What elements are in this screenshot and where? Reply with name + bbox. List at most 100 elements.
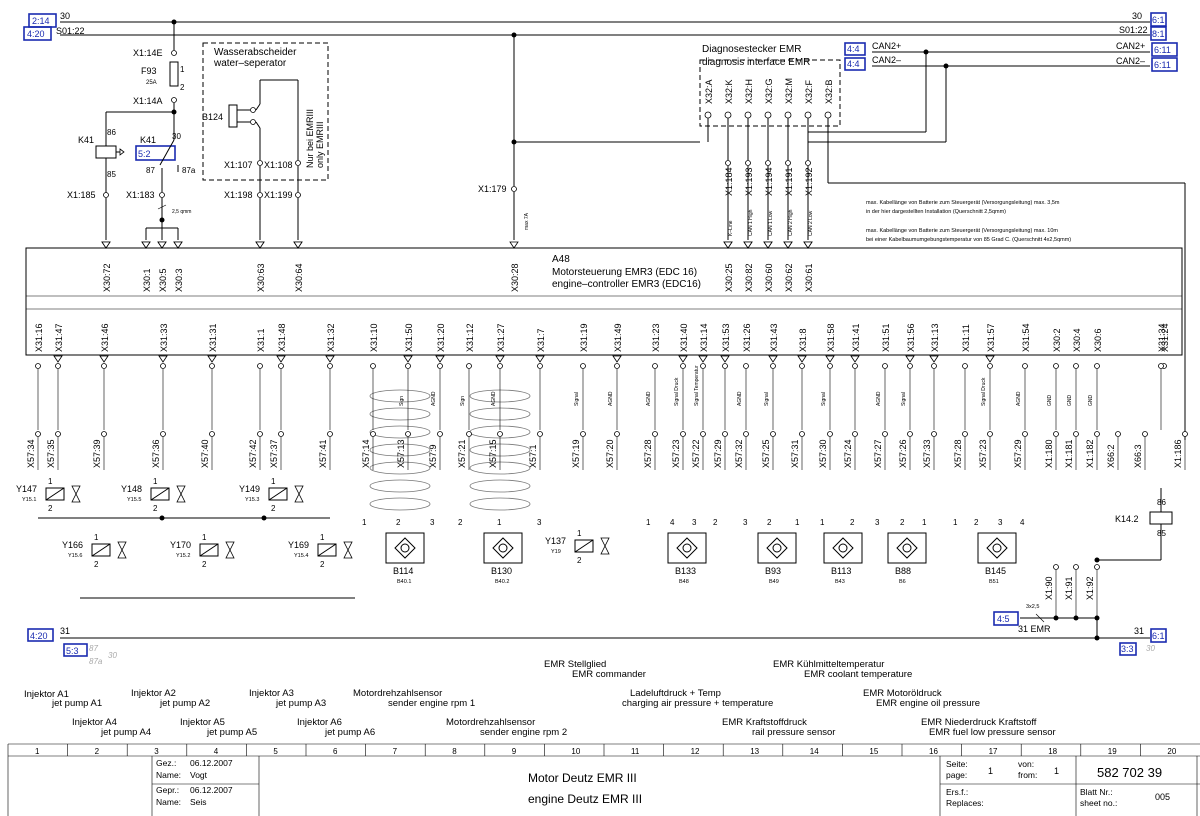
signal-label: AGND [646, 391, 652, 406]
gnd-31-emr: 31 EMR [1018, 624, 1051, 634]
ecu-bottom-pin-label: X31:56 [906, 323, 916, 352]
diag-pin-socket [704, 111, 712, 119]
diag-pin-socket [724, 111, 732, 119]
diag-pin-socket [784, 111, 792, 119]
ecu-bottom-pin-socket [1094, 363, 1100, 369]
ref-can-lo-right[interactable] [1151, 57, 1178, 72]
signal-label: Signal [574, 392, 580, 406]
ref-can-lo-text: 4:4 [847, 59, 860, 69]
ref-6-1[interactable] [1150, 12, 1167, 27]
sensor-body [483, 532, 523, 564]
sensor-sub: B43 [835, 579, 845, 585]
ground-rail: 4:20 31 31 6:1 5:3 87 30 87a 3:3 30 4:5 … [27, 564, 1167, 666]
ref-4-20[interactable] [23, 26, 52, 41]
ref-5-3[interactable] [63, 643, 88, 657]
ruler-number: 8 [452, 747, 457, 756]
x57-pin-label: X57:33 [922, 439, 932, 468]
x57-pin-label: X57:14 [361, 439, 371, 468]
sensor-symbol [394, 537, 416, 559]
ref-3-3[interactable] [1119, 642, 1137, 656]
signal-label: Signal Druck [674, 377, 680, 406]
sensor-pin: 3 [743, 518, 748, 527]
x57-socket [743, 431, 749, 437]
ref-can-hi-right[interactable] [1151, 42, 1178, 57]
ecu-top-pin-arrow [157, 241, 167, 249]
x57-socket [852, 431, 858, 437]
signal-wires [37, 369, 1186, 430]
ecu-bottom-pin-arrow [768, 355, 778, 363]
ecu-bottom-pin-socket [962, 363, 968, 369]
sensor-pin: 3 [537, 518, 542, 527]
tb-drawn-label: Gez.: [156, 758, 176, 768]
ref-bottom-6-1[interactable] [1150, 628, 1167, 643]
injector-valve-top [294, 485, 304, 495]
x57-pin-label: X57:15 [488, 439, 498, 468]
ecu-bottom-pin-arrow [325, 355, 335, 363]
ecu-bottom-pin-socket [799, 363, 805, 369]
x57-pin-label: X57:30 [818, 439, 828, 468]
ws-title-en: water–seperator [213, 58, 287, 69]
x57-socket [652, 431, 658, 437]
signal-label: AGND [876, 391, 882, 406]
ref-can-hi[interactable] [844, 42, 866, 56]
sensor-body [667, 532, 707, 564]
signal-label: Sign [460, 396, 466, 406]
ecu-top-pin-arrow [803, 241, 813, 249]
injector-valve-bottom [71, 493, 81, 503]
x57-socket [1142, 431, 1148, 437]
gnd-pin-label: X1:91 [1064, 576, 1074, 600]
ecu-bottom-pin-label: X31:19 [579, 323, 589, 352]
sensor-pin: 3 [998, 518, 1003, 527]
ref-4-5[interactable] [993, 611, 1019, 626]
ws-note-de: Nur bei EMRIII [305, 109, 315, 168]
ecu-top-pin-label: X30:1 [142, 268, 152, 292]
ecu-bottom-pin-arrow [207, 355, 217, 363]
x57-socket [700, 431, 706, 437]
legend-air-en: charging air pressure + temperature [622, 698, 773, 709]
legend-a5-en: jet pump A5 [206, 727, 257, 738]
diag-x1-socket [725, 160, 731, 166]
ecu-bottom-pin-label: X31:13 [930, 323, 940, 352]
injector-sub: Y15.2 [176, 553, 190, 559]
diag-title-en: diagnosis interface EMR [702, 57, 810, 68]
sensor-symbol [832, 537, 854, 559]
hw-5: 30 [1146, 644, 1155, 653]
ecu-bottom-pin-label: X31:12 [465, 323, 475, 352]
x57-socket [907, 431, 913, 437]
x57-pin-label: X57:37 [269, 439, 279, 468]
ref-8-1[interactable] [1150, 26, 1167, 41]
ecu-top-pin-label: X30:3 [174, 268, 184, 292]
injector-pin2: 2 [94, 560, 99, 569]
injector-diag [317, 543, 337, 557]
diag-x1-socket [745, 160, 751, 166]
ref-can-lo[interactable] [844, 57, 866, 71]
injector-pin2: 2 [48, 504, 53, 513]
tb-name-label: Name: [156, 770, 181, 780]
ecu-bottom-pin-socket [700, 363, 706, 369]
ref-k41-5-2-text: 5:2 [138, 149, 151, 159]
ecu-bottom-pin-label: X30:4 [1072, 328, 1082, 352]
ref-k41-5-2[interactable] [135, 145, 176, 161]
sensor-body [823, 532, 863, 564]
signal-label: Signal Druck [981, 377, 987, 406]
sensor-pin: 3 [875, 518, 880, 527]
ref-can-hi-text: 4:4 [847, 44, 860, 54]
x57-pin-label: X57:31 [790, 439, 800, 468]
injector-valve-bottom [176, 493, 186, 503]
ruler-number: 7 [393, 747, 398, 756]
k41-pin87: 87 [146, 166, 155, 175]
sensor-symbol [766, 537, 788, 559]
x179-label: X1:179 [478, 184, 507, 194]
diagnosis-plug: Diagnosestecker EMR diagnosis interface … [699, 44, 841, 249]
legend-oil-en: EMR engine oil pressure [876, 698, 980, 709]
ecu-bottom-pin-label: X31:27 [496, 323, 506, 352]
diag-pin-socket [824, 111, 832, 119]
x57-pin-label: X57:29 [713, 439, 723, 468]
ref-bottom-4-20[interactable] [27, 628, 54, 642]
injector-pin2: 2 [320, 560, 325, 569]
sensor-core [992, 543, 1002, 553]
ecu-bottom-pin-label: X31:1 [256, 328, 266, 352]
ecu-bottom-pin-arrow [825, 355, 835, 363]
